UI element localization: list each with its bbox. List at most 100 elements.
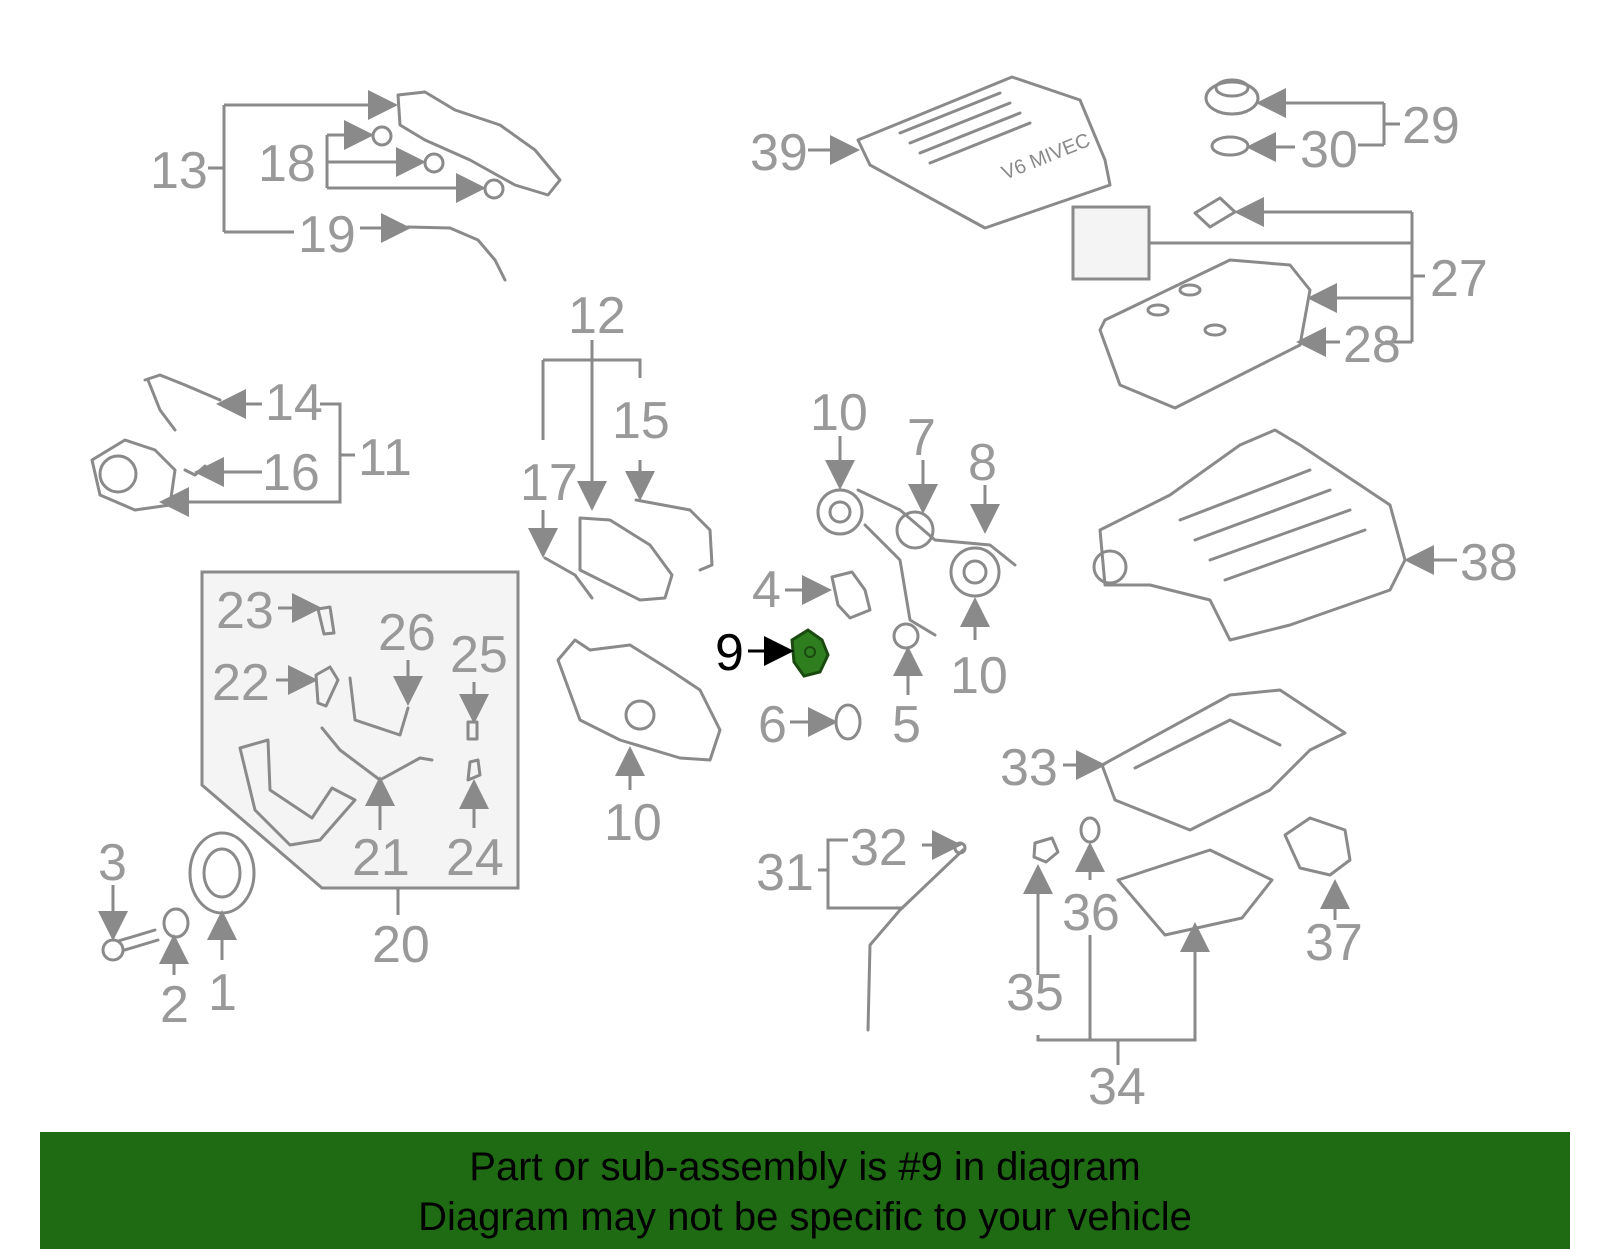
callout-31: 31 xyxy=(756,844,814,902)
callout-23: 22 xyxy=(212,654,270,712)
oil-cap-top xyxy=(1214,78,1250,98)
intake-manifold-38 xyxy=(1098,428,1407,642)
callout-labels: 13 18 19 14 11 16 12 15 17 10 10 7 8 10 … xyxy=(98,97,1518,1116)
valve-cover-boss-a xyxy=(1146,303,1170,317)
cover-12-hole xyxy=(98,454,138,494)
callout-35: 35 xyxy=(1006,964,1064,1022)
callout-19: 18 xyxy=(258,135,316,193)
washer-2 xyxy=(162,907,190,939)
callout-36: 36 xyxy=(1062,884,1120,942)
part-9-highlighted xyxy=(790,628,830,678)
callout-15: 14 xyxy=(265,374,323,432)
callout-27: 27 xyxy=(1430,250,1488,308)
gasket-36 xyxy=(1079,816,1101,844)
cover-12 xyxy=(90,438,177,512)
seal-15 xyxy=(143,373,222,402)
oil-pan-upper-33 xyxy=(1100,688,1347,832)
crank-pulley-hub xyxy=(202,847,242,899)
callout-24b: 24 xyxy=(446,829,504,887)
seal-24a xyxy=(316,605,336,636)
callout-10-top: 10 xyxy=(810,384,868,442)
leader-lines xyxy=(98,88,1457,1065)
callout-37: 37 xyxy=(1305,914,1363,972)
drain-plug-35 xyxy=(1032,836,1060,864)
callout-1: 1 xyxy=(208,964,237,1022)
seal-20 xyxy=(406,225,507,282)
callout-12: 11 xyxy=(358,429,412,487)
callout-24a: 23 xyxy=(216,582,274,640)
idler-10b xyxy=(949,546,1001,598)
gasket-small-27 xyxy=(1193,196,1237,229)
cover-ribs xyxy=(898,91,1032,165)
callout-17: 16 xyxy=(262,444,320,502)
crank-pulley-1 xyxy=(188,831,256,915)
info-banner: Part or sub-assembly is #9 in diagram Di… xyxy=(40,1132,1570,1249)
gasket-19c xyxy=(483,178,505,200)
rear-cover-part xyxy=(396,90,562,197)
callout-8: 8 xyxy=(968,434,997,492)
bolt-3-head xyxy=(101,938,125,962)
callout-34: 34 xyxy=(1088,1058,1146,1116)
washer-6 xyxy=(834,703,862,741)
callout-28: 28 xyxy=(1343,316,1401,374)
callout-32: 32 xyxy=(850,819,908,877)
kit-box-27 xyxy=(1071,205,1151,281)
callout-10-bottom: 10 xyxy=(950,647,1008,705)
gasket-19a xyxy=(371,125,393,147)
callout-6: 6 xyxy=(758,696,787,754)
callout-5: 5 xyxy=(892,696,921,754)
oil-cap-29 xyxy=(1204,80,1260,116)
callout-4: 4 xyxy=(752,561,781,619)
callout-30: 30 xyxy=(1300,121,1358,179)
valve-cover-boss-b xyxy=(1178,283,1202,297)
oil-filter-37 xyxy=(1283,816,1352,877)
callout-7: 7 xyxy=(907,409,936,467)
callout-20: 19 xyxy=(298,206,356,264)
throttle-bore xyxy=(1092,549,1128,585)
tensioner-arm-8 xyxy=(856,488,1017,567)
callout-18: 17 xyxy=(520,454,578,512)
valve-cover-28 xyxy=(1098,258,1312,410)
pulley-7 xyxy=(895,510,935,550)
callout-13: 12 xyxy=(568,287,626,345)
callout-39: 39 xyxy=(750,124,808,182)
callout-16: 15 xyxy=(612,392,670,450)
seal-24b xyxy=(466,758,482,782)
lower-cover-hole xyxy=(624,699,656,731)
callout-38: 38 xyxy=(1460,534,1518,592)
seal-23 xyxy=(314,665,340,708)
manifold-runners xyxy=(1178,468,1367,582)
parts-diagram: V6 MIVEC xyxy=(90,75,1518,1116)
callout-3: 3 xyxy=(98,834,127,892)
callout-29: 29 xyxy=(1402,97,1460,155)
dipstick-tube-31 xyxy=(866,848,965,1032)
upper-cover-13 xyxy=(578,516,674,602)
parts-diagram-svg: V6 MIVEC xyxy=(90,75,1518,1116)
seal-18 xyxy=(543,556,594,600)
valve-cover-boss-c xyxy=(1203,323,1227,337)
seal-16 xyxy=(634,498,714,572)
callout-33: 33 xyxy=(1000,739,1058,797)
kit-box-21 xyxy=(200,570,520,890)
banner-line-1: Part or sub-assembly is #9 in diagram xyxy=(469,1145,1141,1189)
callout-2: 2 xyxy=(160,976,189,1034)
callout-21: 20 xyxy=(372,916,430,974)
banner-line-2: Diagram may not be specific to your vehi… xyxy=(418,1195,1192,1239)
callout-22: 21 xyxy=(352,829,410,887)
callout-9: 9 xyxy=(715,624,744,682)
oil-pan-lower xyxy=(1116,848,1274,937)
dipstick-handle-32 xyxy=(953,841,967,855)
callout-26: 26 xyxy=(378,604,436,662)
engine-cover-39 xyxy=(856,75,1112,230)
case-seal xyxy=(238,738,357,847)
seal-15b xyxy=(146,378,177,432)
tensioner-7 xyxy=(863,523,937,637)
callout-14: 13 xyxy=(150,142,208,200)
gasket-19b xyxy=(423,152,445,174)
callout-11: 10 xyxy=(604,794,662,852)
oil-pan-upper-rim xyxy=(1133,718,1282,770)
callout-25: 25 xyxy=(450,626,508,684)
gasket-30 xyxy=(1210,135,1250,157)
pulley-5 xyxy=(892,622,920,650)
idler-10b-hub xyxy=(962,559,988,585)
